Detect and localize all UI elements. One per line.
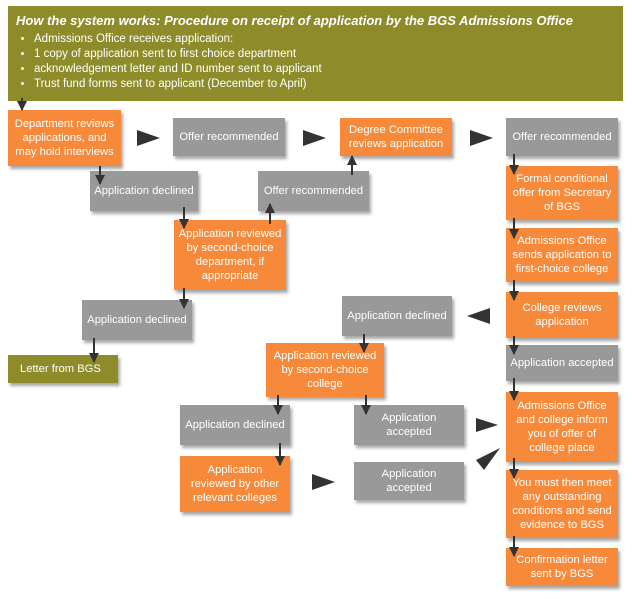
arrow-committee-to-offer [470, 130, 493, 146]
application-declined-box-1: Application declined [90, 171, 198, 211]
offer-recommended-box-3: Offer recommended [258, 171, 369, 211]
application-declined-box-3: Application declined [342, 296, 452, 336]
arrow-dept-to-offer [137, 130, 160, 146]
arrow-accepted3-to-inform [476, 448, 500, 470]
confirmation-letter-box: Confirmation letter sent by BGS [506, 548, 618, 586]
admissions-sends-box: Admissions Office sends application to f… [506, 228, 618, 282]
formal-offer-box: Formal conditional offer from Secretary … [506, 166, 618, 220]
application-accepted-box-1: Application accepted [506, 345, 618, 381]
admissions-inform-box: Admissions Office and college inform you… [506, 392, 618, 462]
header-title: How the system works: Procedure on recei… [16, 13, 573, 28]
header-bullet-list: Admissions Office receives application: … [16, 32, 615, 92]
letter-from-bgs-box: Letter from BGS [8, 355, 118, 383]
header-bullet: 1 copy of application sent to first choi… [34, 47, 615, 62]
other-colleges-box: Application reviewed by other relevant c… [180, 456, 290, 512]
header-bullet: Admissions Office receives application: [34, 32, 615, 47]
arrow-college-to-declined [467, 308, 490, 324]
arrow-other-to-accepted [312, 474, 335, 490]
second-department-box: Application reviewed by second-choice de… [174, 220, 286, 290]
degree-committee-box: Degree Committee reviews application [340, 118, 452, 156]
arrow-offer-to-committee [303, 130, 326, 146]
arrow-accepted-to-inform-2 [476, 418, 498, 432]
second-college-box: Application reviewed by second-choice co… [266, 343, 384, 397]
application-declined-box-4: Application declined [180, 405, 290, 445]
college-reviews-box: College reviews application [506, 292, 618, 338]
procedure-header: How the system works: Procedure on recei… [8, 6, 623, 101]
application-accepted-box-3: Application accepted [354, 462, 464, 500]
meet-conditions-box: You must then meet any outstanding condi… [506, 470, 618, 538]
department-reviews-box: Department reviews applications, and may… [8, 110, 121, 166]
header-bullet: acknowledgement letter and ID number sen… [34, 62, 615, 77]
offer-recommended-box-2: Offer recommended [506, 118, 618, 156]
offer-recommended-box-1: Offer recommended [173, 118, 285, 156]
application-accepted-box-2: Application accepted [354, 405, 464, 445]
application-declined-box-2: Application declined [82, 300, 192, 340]
header-bullet: Trust fund forms sent to applicant (Dece… [34, 77, 615, 92]
